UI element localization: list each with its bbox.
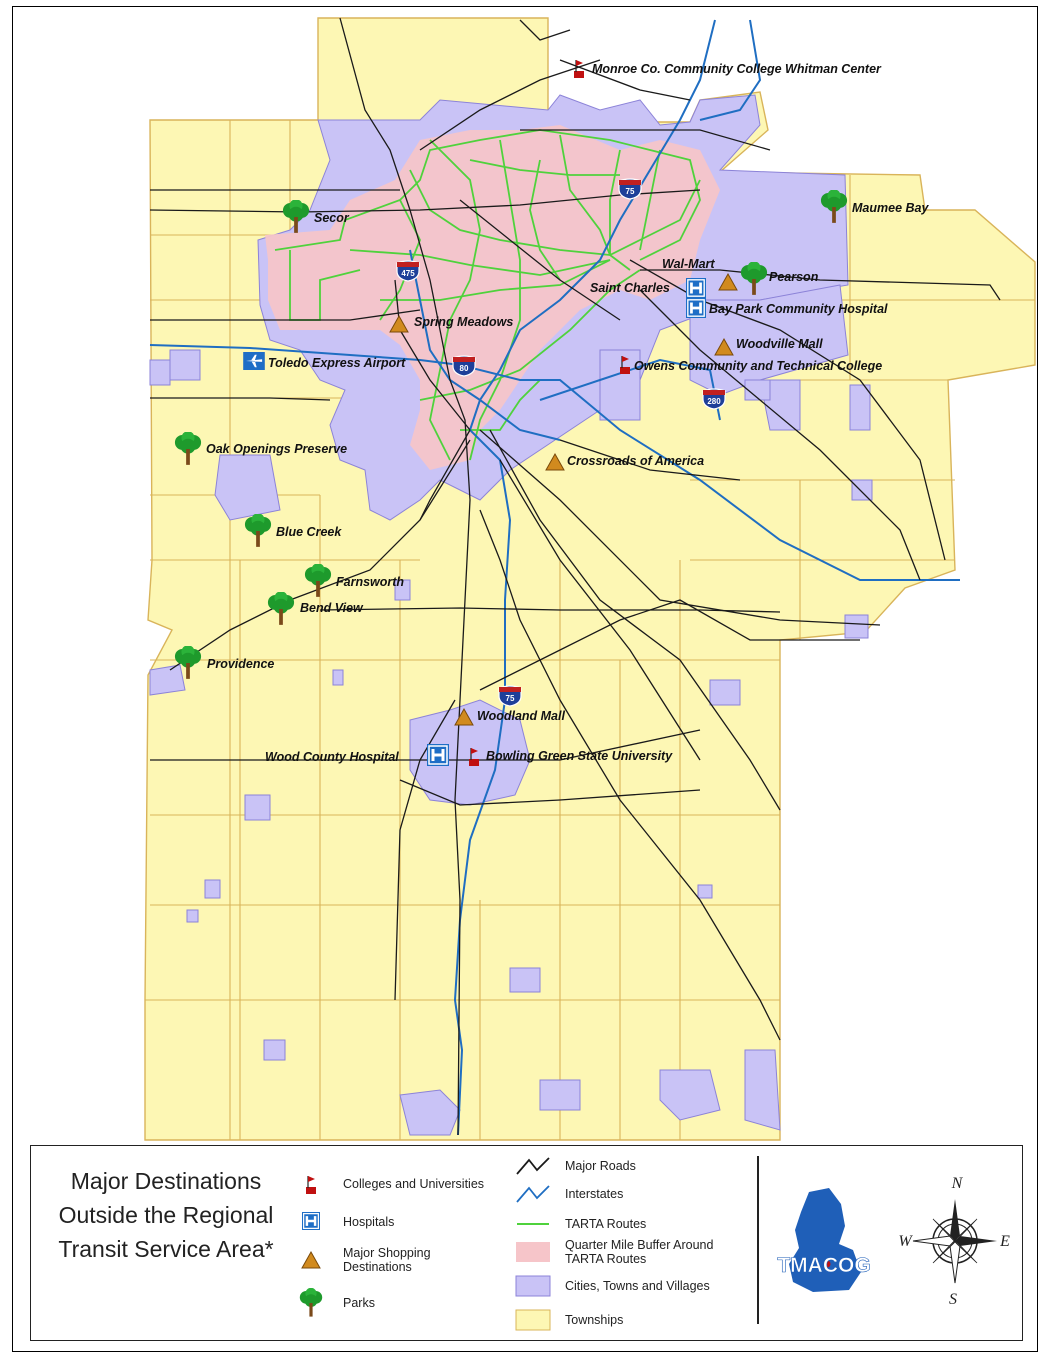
saint-charles-hospital-icon	[686, 278, 706, 298]
label-spring-meadows: Spring Meadows	[414, 315, 513, 329]
legend-divider	[757, 1156, 759, 1324]
tarta-line-icon	[517, 1223, 549, 1225]
legend-parks-label: Parks	[343, 1296, 375, 1310]
legend-colleges: Colleges and Universities	[293, 1172, 513, 1196]
road-line-icon	[516, 1157, 550, 1175]
label-providence: Providence	[207, 657, 274, 671]
map-labels: Monroe Co. Community College Whitman Cen…	[206, 62, 929, 764]
bay-park-hospital-icon	[686, 298, 706, 318]
map-legend: Major Destinations Outside the Regional …	[30, 1145, 1023, 1341]
buffer-swatch-icon	[516, 1242, 550, 1262]
legend-hospitals: Hospitals	[293, 1210, 513, 1234]
legend-buffer: Quarter Mile Buffer Around TARTA Routes	[515, 1238, 745, 1266]
label-bay-park: Bay Park Community Hospital	[709, 302, 888, 316]
legend-tarta: TARTA Routes	[515, 1212, 745, 1236]
legend-tarta-label: TARTA Routes	[565, 1217, 647, 1231]
svg-text:75: 75	[506, 694, 515, 703]
svg-text:E: E	[999, 1233, 1010, 1250]
label-airport: Toledo Express Airport	[268, 356, 406, 370]
legend-interstates-label: Interstates	[565, 1187, 624, 1201]
svg-text:W: W	[898, 1233, 913, 1250]
airport-icon	[243, 352, 265, 370]
major-roads-layer	[149, 17, 1001, 1136]
svg-text:S: S	[949, 1291, 957, 1308]
svg-text:280: 280	[707, 397, 721, 406]
legend-townships: Townships	[515, 1308, 745, 1332]
label-secor: Secor	[314, 211, 350, 225]
triangle-icon	[301, 1251, 321, 1269]
svg-text:TMACOG: TMACOG	[777, 1254, 870, 1277]
compass-rose-icon: N E S W	[898, 1175, 1010, 1308]
label-oak-openings: Oak Openings Preserve	[206, 442, 347, 456]
label-monroe: Monroe Co. Community College Whitman Cen…	[592, 62, 882, 76]
legend-colleges-label: Colleges and Universities	[343, 1177, 485, 1191]
label-blue-creek: Blue Creek	[276, 525, 342, 539]
transit-map[interactable]: 75 475 80 280 75	[0, 0, 1049, 1145]
label-maumee-bay: Maumee Bay	[852, 201, 929, 215]
legend-roads: Major Roads	[515, 1154, 745, 1178]
flag-icon	[305, 1175, 317, 1194]
label-bend-view: Bend View	[300, 601, 364, 615]
legend-roads-label: Major Roads	[565, 1159, 636, 1173]
legend-townships-label: Townships	[565, 1313, 624, 1327]
svg-text:475: 475	[401, 269, 415, 278]
label-walmart: Wal-Mart	[662, 257, 715, 271]
svg-text:80: 80	[460, 364, 469, 373]
i475-shield: 475	[396, 260, 420, 282]
township-swatch-icon	[515, 1309, 551, 1331]
i80-shield: 80	[452, 355, 476, 377]
hospital-icon	[302, 1212, 320, 1230]
tmacog-logo: TMACOG	[777, 1188, 871, 1292]
legend-interstates: Interstates	[515, 1182, 745, 1206]
legend-shopping: Major Shopping Destinations	[293, 1246, 443, 1274]
label-owens: Owens Community and Technical College	[634, 359, 882, 373]
label-pearson: Pearson	[769, 270, 819, 284]
i75-north-shield: 75	[618, 178, 642, 200]
svg-text:75: 75	[626, 187, 635, 196]
interstate-line-icon	[516, 1185, 550, 1203]
legend-shopping-label: Major Shopping Destinations	[343, 1246, 431, 1274]
label-woodland-mall: Woodland Mall	[477, 709, 565, 723]
tree-icon	[299, 1288, 323, 1317]
i75-south-shield: 75	[498, 685, 522, 707]
tarta-routes	[274, 129, 701, 461]
label-wood-county: Wood County Hospital	[265, 750, 399, 764]
legend-buffer-label: Quarter Mile Buffer Around TARTA Routes	[565, 1238, 714, 1266]
legend-cities: Cities, Towns and Villages	[515, 1274, 745, 1298]
legend-title: Major Destinations Outside the Regional …	[58, 1168, 274, 1262]
label-farnsworth: Farnsworth	[336, 575, 404, 589]
label-woodville-mall: Woodville Mall	[736, 337, 823, 351]
city-swatch-icon	[515, 1275, 551, 1297]
label-crossroads: Crossroads of America	[567, 454, 704, 468]
label-bgsu: Bowling Green State University	[486, 749, 673, 763]
svg-text:N: N	[951, 1175, 964, 1192]
legend-parks: Parks	[293, 1288, 443, 1318]
legend-hospitals-label: Hospitals	[343, 1215, 395, 1229]
label-saint-charles: Saint Charles	[590, 281, 670, 295]
wood-county-hospital-icon	[427, 744, 449, 766]
i280-shield: 280	[702, 388, 726, 410]
legend-cities-label: Cities, Towns and Villages	[565, 1279, 710, 1293]
